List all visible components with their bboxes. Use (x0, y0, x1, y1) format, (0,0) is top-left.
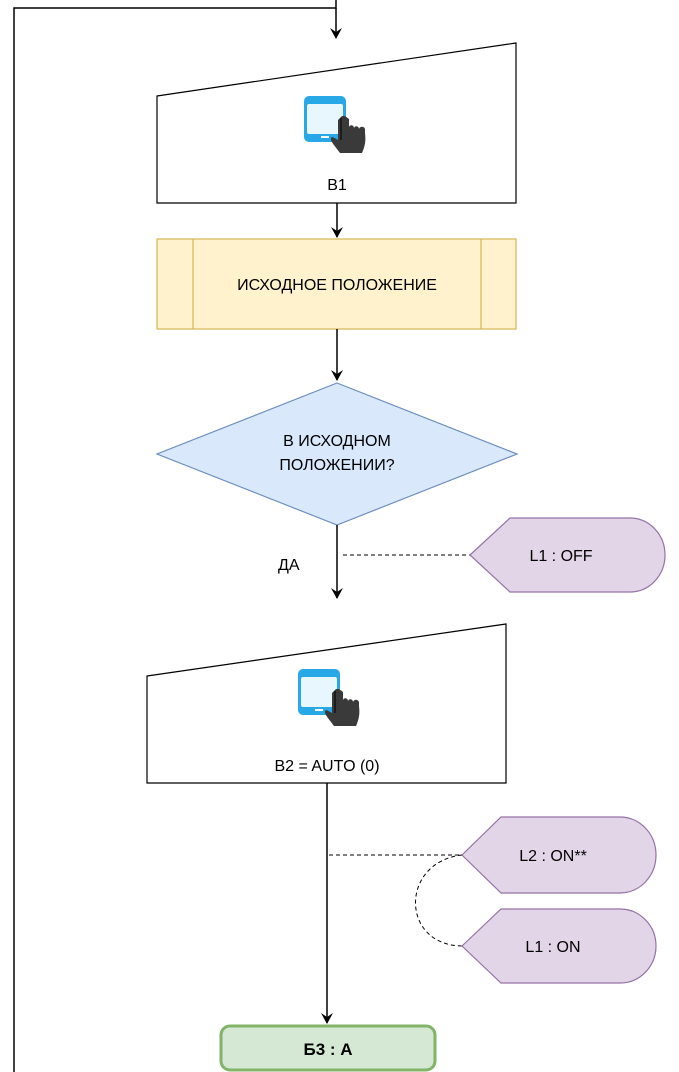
process-label: ИСХОДНОЕ ПОЛОЖЕНИЕ (237, 277, 437, 294)
loop-back-connector (13, 0, 342, 1072)
decision-label-line2: ПОЛОЖЕНИИ? (279, 457, 394, 474)
b2-label: B2 = AUTO (0) (274, 758, 379, 775)
l1-off-label: L1 : OFF (529, 548, 592, 565)
predefined-process-home: ИСХОДНОЕ ПОЛОЖЕНИЕ (156, 238, 517, 330)
decision-label-line1: В ИСХОДНОМ (283, 433, 391, 450)
display-l1-on: L1 : ON (461, 908, 657, 984)
l2-l1-dashed-curve (415, 854, 463, 947)
yes-label: ДА (278, 557, 300, 574)
l1-on-label: L1 : ON (525, 939, 580, 956)
manual-input-b1: B1 (156, 42, 517, 204)
l2-on-label: L2 : ON** (519, 848, 587, 865)
manual-input-b2: B2 = AUTO (0) (146, 623, 507, 784)
terminal-b3: Б3 : А (219, 1024, 437, 1072)
display-l2-on: L2 : ON** (461, 816, 657, 894)
b1-label: B1 (327, 177, 347, 194)
b3-label: Б3 : А (303, 1040, 352, 1059)
decision-home: В ИСХОДНОМ ПОЛОЖЕНИИ? (155, 382, 519, 526)
display-l1-off: L1 : OFF (469, 517, 666, 593)
